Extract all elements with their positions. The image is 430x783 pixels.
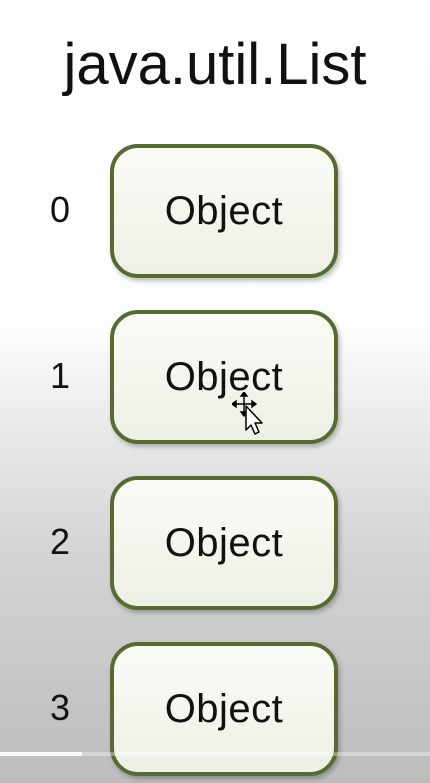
element-label-0: Object [164, 188, 284, 233]
list-element-box-1: Object [110, 310, 338, 444]
list-element-box-2: Object [110, 476, 338, 610]
move-cursor-icon [232, 392, 263, 435]
element-label-1: Object [164, 354, 284, 399]
index-label-2: 2 [49, 521, 71, 562]
index-label-3: 3 [49, 687, 71, 728]
list-element-box-3: Object [110, 642, 338, 776]
element-label-2: Object [164, 520, 284, 565]
index-label-0: 0 [49, 189, 71, 230]
element-label-3: Object [164, 686, 284, 731]
video-progress-fill [0, 752, 82, 756]
index-label-1: 1 [49, 355, 71, 396]
list-element-box-0: Object [110, 144, 338, 278]
diagram-title: java.util.List [63, 32, 367, 97]
video-progress-bar[interactable] [0, 752, 430, 756]
